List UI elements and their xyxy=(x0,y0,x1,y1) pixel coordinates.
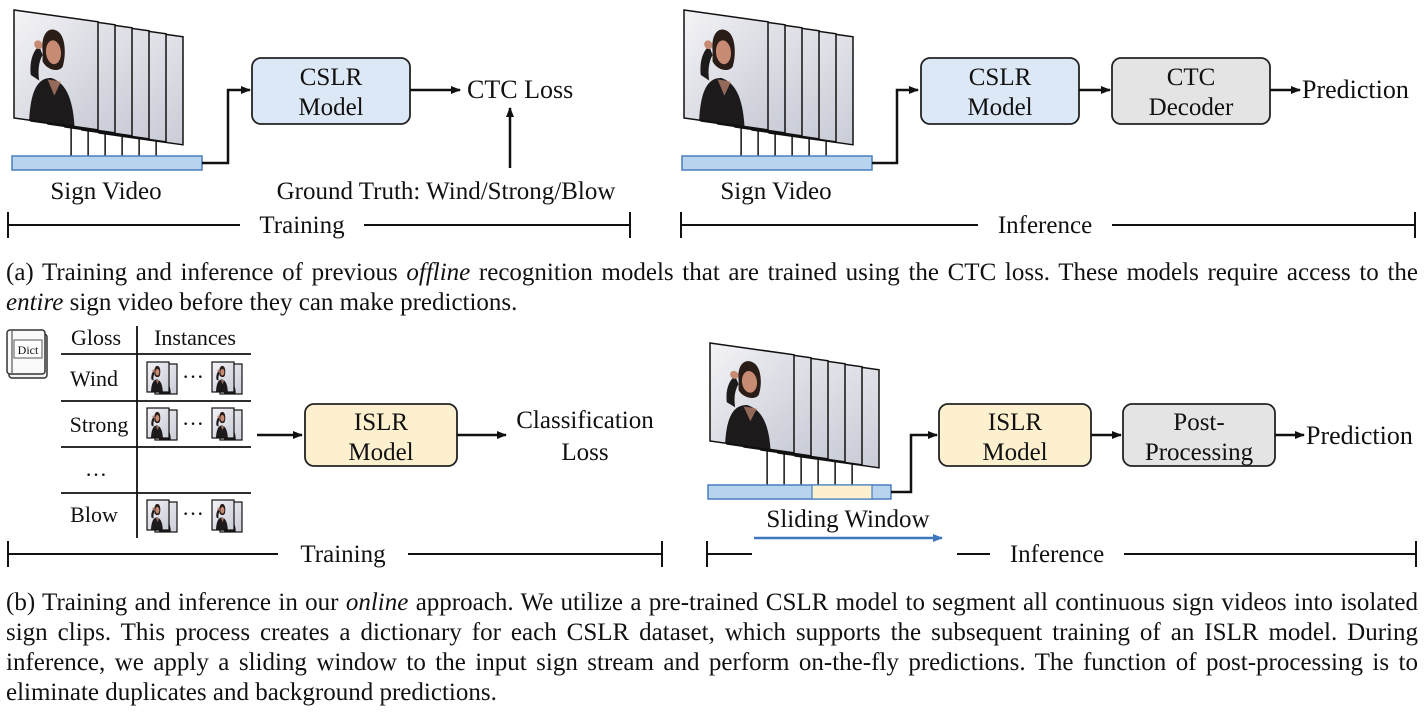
instance-ellipsis: ··· xyxy=(182,364,204,389)
caption-a-emphasis: entire xyxy=(6,289,64,316)
caption-b-text: (b) Training and inference in our xyxy=(6,589,346,616)
instance-clip xyxy=(211,361,235,393)
instance-clip xyxy=(211,407,235,439)
training-span: Training xyxy=(7,212,631,239)
instance-clip xyxy=(146,361,170,393)
instance-clip xyxy=(211,499,235,531)
ctc-decoder-label-1: CTC xyxy=(1167,64,1216,91)
table-row-gloss: Blow xyxy=(70,502,118,527)
inference-span: Inference xyxy=(680,212,1416,239)
panel-b-training: Dict Gloss Instances Wind Strong … Blow … xyxy=(6,325,663,568)
cslr-model-label-2: Model xyxy=(967,94,1032,121)
sign-video-timeline xyxy=(681,155,873,171)
inference-span: Inference xyxy=(706,541,1417,568)
prediction-label: Prediction xyxy=(1302,75,1409,104)
sign-video-label: Sign Video xyxy=(720,178,831,205)
inference-stage-label: Inference xyxy=(1010,541,1104,568)
cslr-model-label-1: CSLR xyxy=(969,64,1032,91)
cslr-model-label-2: Model xyxy=(298,94,363,121)
islr-model-label-2: Model xyxy=(348,439,413,466)
classification-loss-label-2: Loss xyxy=(561,439,608,466)
prediction-label: Prediction xyxy=(1306,421,1413,450)
ctc-loss-label: CTC Loss xyxy=(467,75,573,104)
gloss-table: Gloss Instances Wind Strong … Blow ··· ·… xyxy=(61,325,251,538)
panel-a-inference: CSLR Model CTC Decoder Prediction Sign V… xyxy=(680,10,1416,239)
sign-video-label: Sign Video xyxy=(50,178,161,205)
training-stage-label: Training xyxy=(300,541,386,568)
video-frame xyxy=(14,10,98,130)
caption-a-text: (a) Training and inference of previous xyxy=(6,259,407,286)
table-header-gloss: Gloss xyxy=(71,325,121,350)
arrow-video-to-model xyxy=(202,86,251,165)
arrow-video-to-model xyxy=(872,86,919,165)
video-frame xyxy=(710,343,794,453)
instance-clip xyxy=(146,407,170,439)
sliding-window xyxy=(811,484,873,500)
sign-video-frames xyxy=(684,10,853,156)
cslr-model-label-1: CSLR xyxy=(300,64,363,91)
instance-clip xyxy=(146,499,170,531)
dictionary-book-icon: Dict xyxy=(6,329,48,379)
instance-clips xyxy=(146,361,243,533)
islr-model-label-1: ISLR xyxy=(354,409,409,436)
arrow-window-to-model xyxy=(891,431,938,494)
post-processing-label-1: Post- xyxy=(1173,409,1224,436)
caption-b-text: approach. We utilize a pre-trained CSLR … xyxy=(6,589,1418,706)
instance-ellipsis: ··· xyxy=(182,411,204,436)
caption-a: (a) Training and inference of previous o… xyxy=(6,258,1418,318)
caption-a-text: sign video before they can make predicti… xyxy=(63,289,518,316)
training-span: Training xyxy=(7,541,663,568)
panel-a-training: CSLR Model CTC Loss Sign Video Ground Tr… xyxy=(7,10,631,239)
caption-b-emphasis: online xyxy=(345,589,409,616)
sign-video-frames xyxy=(710,343,879,485)
instance-ellipsis: ··· xyxy=(182,501,204,526)
caption-b: (b) Training and inference in our online… xyxy=(6,588,1418,708)
ground-truth-label: Ground Truth: Wind/Strong/Blow xyxy=(277,178,616,205)
sign-video-frames xyxy=(14,10,183,156)
islr-model-label-1: ISLR xyxy=(988,409,1043,436)
islr-model-label-2: Model xyxy=(982,439,1047,466)
classification-loss-label-1: Classification xyxy=(516,407,654,434)
caption-a-emphasis: offline xyxy=(406,259,471,286)
table-row-gloss: … xyxy=(85,456,107,481)
table-row-gloss: Strong xyxy=(70,412,129,437)
ctc-decoder-label-2: Decoder xyxy=(1149,94,1234,121)
table-row-gloss: Wind xyxy=(70,366,118,391)
training-stage-label: Training xyxy=(259,212,345,239)
table-header-instances: Instances xyxy=(154,325,236,350)
inference-stage-label: Inference xyxy=(998,212,1092,239)
caption-a-text: recognition models that are trained usin… xyxy=(470,259,1418,286)
panel-b-inference: ISLR Model Post- Processing Prediction S… xyxy=(706,343,1417,568)
sign-video-timeline xyxy=(11,155,203,171)
dict-label: Dict xyxy=(18,343,39,357)
video-frame xyxy=(684,10,768,130)
post-processing-label-2: Processing xyxy=(1145,439,1254,466)
sliding-window-label: Sliding Window xyxy=(766,506,929,533)
